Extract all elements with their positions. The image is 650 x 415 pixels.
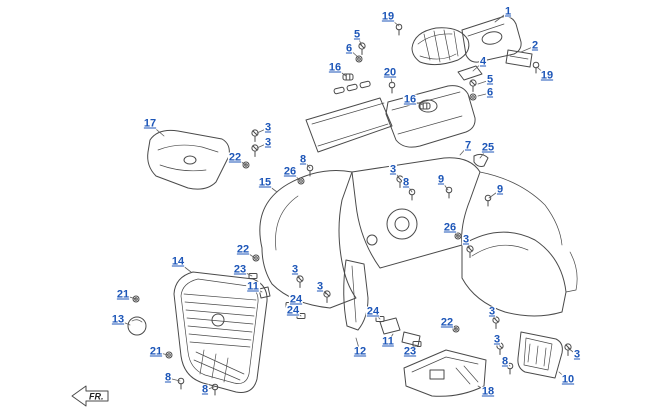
callout-22[interactable]: 22 [235, 243, 251, 256]
callout-18[interactable]: 18 [480, 385, 496, 398]
callout-5[interactable]: 5 [352, 28, 362, 41]
callout-3[interactable]: 3 [487, 305, 497, 318]
fr-direction-indicator: FR. [71, 385, 109, 407]
part-grille-art [127, 271, 268, 393]
callout-6[interactable]: 6 [485, 86, 495, 99]
callout-20[interactable]: 20 [382, 66, 398, 79]
callout-22[interactable]: 22 [227, 151, 243, 164]
callout-24[interactable]: 24 [285, 304, 301, 317]
callout-17[interactable]: 17 [142, 117, 158, 130]
callout-9[interactable]: 9 [436, 173, 446, 186]
callout-7[interactable]: 7 [463, 139, 473, 152]
callout-25[interactable]: 25 [480, 141, 496, 154]
callout-14[interactable]: 14 [170, 255, 186, 268]
callout-26[interactable]: 26 [282, 165, 298, 178]
callout-23[interactable]: 23 [232, 263, 248, 276]
callout-13[interactable]: 13 [110, 313, 126, 326]
callout-11[interactable]: 11 [246, 280, 260, 293]
callout-3[interactable]: 3 [388, 163, 398, 176]
callout-12[interactable]: 12 [352, 345, 368, 358]
callout-6[interactable]: 6 [344, 42, 354, 55]
callout-9[interactable]: 9 [495, 183, 505, 196]
callout-19[interactable]: 19 [539, 69, 555, 82]
callout-1[interactable]: 1 [503, 5, 513, 18]
callout-3[interactable]: 3 [315, 280, 325, 293]
callout-3[interactable]: 3 [290, 263, 300, 276]
part-heat-shield-art [147, 129, 230, 190]
callout-19[interactable]: 19 [380, 10, 396, 23]
callout-3[interactable]: 3 [263, 136, 273, 149]
part-vent-panel-art [305, 80, 393, 153]
part-rear-cover-art [461, 16, 533, 68]
part-body-art [259, 157, 578, 317]
callout-8[interactable]: 8 [298, 153, 308, 166]
callout-24[interactable]: 24 [365, 305, 381, 318]
callout-10[interactable]: 10 [560, 373, 576, 386]
part-lid-art [411, 27, 483, 81]
callout-4[interactable]: 4 [478, 55, 488, 68]
callout-21[interactable]: 21 [115, 288, 131, 301]
callout-3[interactable]: 3 [572, 348, 582, 361]
callout-5[interactable]: 5 [485, 73, 495, 86]
callout-3[interactable]: 3 [263, 121, 273, 134]
callout-8[interactable]: 8 [200, 383, 210, 396]
callout-11[interactable]: 11 [381, 335, 395, 348]
callout-16[interactable]: 16 [402, 93, 418, 106]
callout-8[interactable]: 8 [500, 355, 510, 368]
callout-24[interactable]: 24 [288, 293, 304, 306]
callout-23[interactable]: 23 [402, 345, 418, 358]
callout-15[interactable]: 15 [257, 176, 273, 189]
part-tank-cover-art [385, 85, 489, 167]
fr-arrow-icon [71, 385, 109, 407]
callout-16[interactable]: 16 [327, 61, 343, 74]
callout-8[interactable]: 8 [401, 176, 411, 189]
fr-label: FR. [89, 392, 104, 402]
callout-22[interactable]: 22 [439, 316, 455, 329]
callout-21[interactable]: 21 [148, 345, 164, 358]
callout-2[interactable]: 2 [530, 39, 540, 52]
callout-3[interactable]: 3 [461, 233, 471, 246]
callout-8[interactable]: 8 [163, 371, 173, 384]
callout-26[interactable]: 26 [442, 221, 458, 234]
part-side-panel-art [517, 331, 563, 379]
callout-3[interactable]: 3 [492, 333, 502, 346]
part-footwell-art [403, 349, 487, 397]
